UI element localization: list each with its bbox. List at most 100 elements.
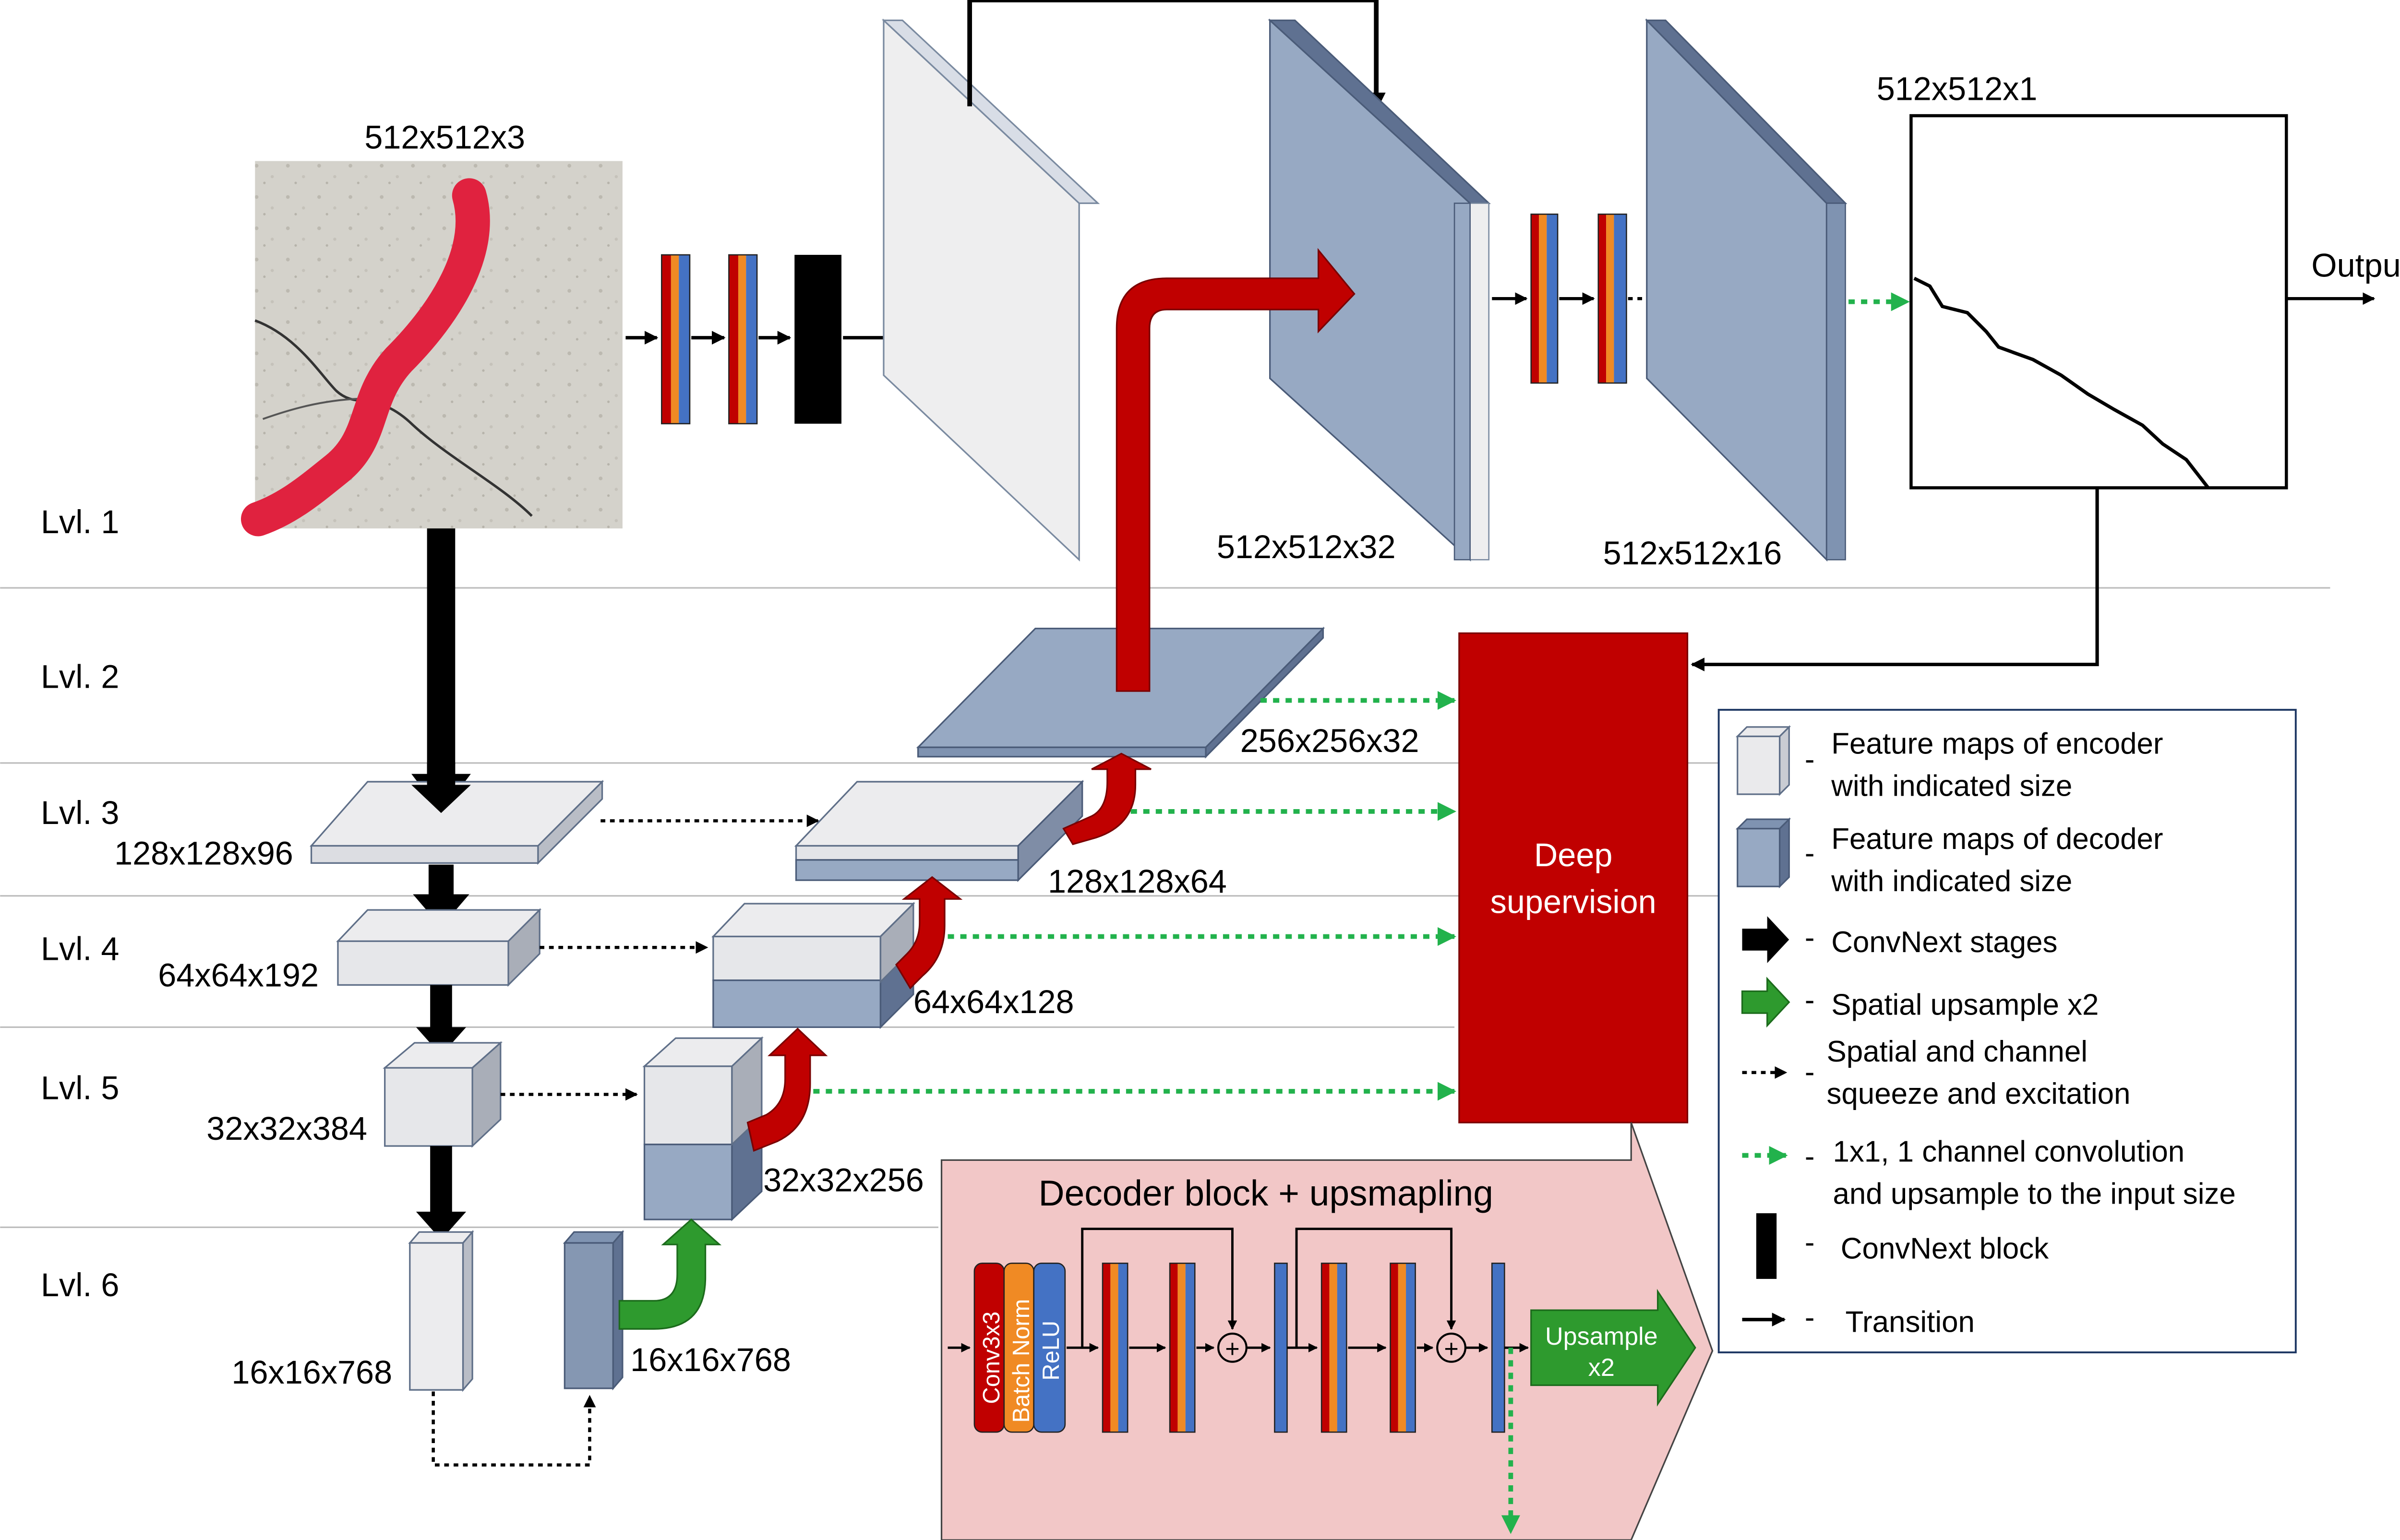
- l6-decoder-size: 16x16x768: [630, 1342, 791, 1378]
- l1-decoder-slab-b: [1644, 18, 1848, 562]
- l3-decoder-size: 128x128x64: [1048, 863, 1227, 900]
- l1-decoder-slab-a: [1268, 18, 1491, 561]
- l4-encoder-block: [336, 908, 542, 987]
- l5-decoder-size: 32x32x256: [763, 1162, 924, 1198]
- input-size-label: 512x512x3: [364, 119, 525, 155]
- decoder-cbr-c: [1320, 1263, 1347, 1433]
- convnext-block-input: [794, 255, 841, 424]
- output-label: Output: [2311, 248, 2400, 284]
- l6-green-up-arrow: [618, 1218, 722, 1330]
- legend-decoder-icon: [1735, 817, 1791, 889]
- decoder-cbr-a: [1102, 1263, 1128, 1433]
- l5-red-up-arrow: [746, 1027, 828, 1152]
- l6-se-connection: [432, 1391, 596, 1467]
- l4-decoder-block: [711, 902, 915, 1029]
- output-to-deep-supervision: [1691, 488, 2099, 671]
- legend-dash-8: -: [1805, 1301, 1815, 1334]
- legend-decoder-line1: Feature maps of decoder: [1831, 823, 2163, 856]
- level-separators: [0, 587, 2330, 1229]
- legend-1x1-conv-line1: 1x1, 1 channel convolution: [1833, 1135, 2184, 1169]
- legend-convnext-stage-icon: [1742, 916, 1789, 963]
- level-label-4: Lvl. 4: [41, 931, 120, 967]
- legend-se-line1: Spatial and channel: [1826, 1035, 2088, 1068]
- legend-1x1-conv-line2: and upsample to the input size: [1833, 1178, 2235, 1211]
- l6-encoder-block: [408, 1230, 474, 1392]
- l4-red-up-arrow: [895, 876, 963, 990]
- legend-dash-5: -: [1805, 1055, 1815, 1088]
- upsample-arrow: [1530, 1289, 1696, 1407]
- add-node-2-plus: +: [1444, 1335, 1458, 1363]
- l1-conv-block-2: [1597, 214, 1627, 384]
- l4-encoder-size: 64x64x192: [158, 957, 319, 994]
- add-node-2: [1436, 1332, 1467, 1363]
- l6-decoder-block: [563, 1230, 624, 1391]
- convnext-stage-arrow-1: [411, 528, 471, 813]
- legend-se-line2: squeeze and excitation: [1826, 1077, 2130, 1110]
- convnext-stage-arrow-1b: [411, 763, 471, 813]
- decoder-block-title: Decoder block + upsmapling: [1038, 1173, 1493, 1213]
- level-label-5: Lvl. 5: [41, 1070, 120, 1106]
- l1-decoder-a-size: 512x512x32: [1217, 529, 1396, 565]
- l2-decoder-size: 256x256x32: [1240, 723, 1419, 759]
- level-label-6: Lvl. 6: [41, 1267, 120, 1303]
- legend-encoder-icon: [1735, 725, 1791, 796]
- legend-convnext-block-icon: [1756, 1213, 1777, 1279]
- add-node-1-plus: +: [1225, 1335, 1239, 1363]
- convnext-stage-arrow-2: [413, 864, 469, 927]
- l2-red-up-arrow: [1116, 248, 1356, 692]
- l1-conv-block-1: [1530, 214, 1559, 384]
- legend-transition-text: Transition: [1846, 1306, 1975, 1339]
- legend-dash-3: -: [1805, 921, 1815, 954]
- legend-dash-7: -: [1805, 1226, 1815, 1259]
- deep-supervision-box: Deep supervision: [1458, 632, 1689, 1123]
- l5-encoder-block: [383, 1041, 503, 1148]
- convnext-stage-arrow-4: [416, 1146, 467, 1240]
- l5-decoder-block: [642, 1036, 764, 1221]
- decoder-cbr-d: [1390, 1263, 1416, 1433]
- output-image: [1909, 114, 2288, 489]
- decoder-block-panel: Decoder block + upsmapling Conv3x3 Batch…: [940, 1122, 1714, 1540]
- l1-decoder-b-size: 512x512x16: [1603, 535, 1782, 572]
- l3-decoder-block: [794, 780, 1084, 883]
- upsample-line2: x2: [1588, 1354, 1615, 1382]
- legend-dash-2: -: [1805, 836, 1815, 870]
- input-conv-block-2: [728, 254, 758, 425]
- decoder-cbr-b: [1169, 1263, 1196, 1433]
- legend: - Feature maps of encoder with indicated…: [1717, 709, 2297, 1354]
- relu-layer: [1033, 1263, 1066, 1433]
- decoder-bn-2: [1491, 1263, 1505, 1433]
- decoder-bn-1: [1274, 1263, 1288, 1433]
- l1-skip-connection: [967, 0, 1386, 111]
- level-label-2: Lvl. 2: [41, 658, 120, 695]
- level-label-1: Lvl. 1: [41, 504, 120, 540]
- legend-decoder-line2: with indicated size: [1831, 865, 2072, 898]
- l4-decoder-size: 64x64x128: [913, 984, 1074, 1020]
- deep-supervision-line2: supervision: [1490, 884, 1656, 920]
- deep-supervision-line1: Deep: [1534, 837, 1613, 873]
- input-conv-block-1: [661, 254, 691, 425]
- convnext-stage-arrow-3: [416, 985, 467, 1056]
- legend-dash-1: -: [1805, 743, 1815, 776]
- conv-label: Conv3x3: [979, 1312, 1005, 1404]
- legend-upsample-text: Spatial upsample x2: [1831, 988, 2099, 1021]
- relu-label: ReLU: [1038, 1321, 1064, 1381]
- l1-encoder-slab: [881, 18, 1100, 562]
- legend-convnext-block-text: ConvNext block: [1841, 1232, 2049, 1265]
- legend-dash-6: -: [1805, 1140, 1815, 1173]
- input-image: [240, 161, 623, 537]
- legend-encoder-line2: with indicated size: [1831, 769, 2072, 802]
- legend-convnext-stage-text: ConvNext stages: [1831, 926, 2057, 959]
- bn-label: Batch Norm: [1008, 1299, 1034, 1423]
- legend-dash-4: -: [1805, 984, 1815, 1017]
- l3-encoder-size: 128x128x96: [114, 836, 293, 872]
- l3-encoder-block: [309, 780, 604, 865]
- output-size-label: 512x512x1: [1877, 71, 2038, 107]
- level-label-3: Lvl. 3: [41, 795, 120, 831]
- l3-red-up-arrow: [1062, 752, 1152, 846]
- legend-encoder-line1: Feature maps of encoder: [1831, 727, 2163, 760]
- l6-encoder-size: 16x16x768: [231, 1354, 392, 1391]
- legend-upsample-icon: [1741, 977, 1790, 1028]
- upsample-line1: Upsample: [1545, 1323, 1658, 1350]
- l5-encoder-size: 32x32x384: [206, 1110, 367, 1147]
